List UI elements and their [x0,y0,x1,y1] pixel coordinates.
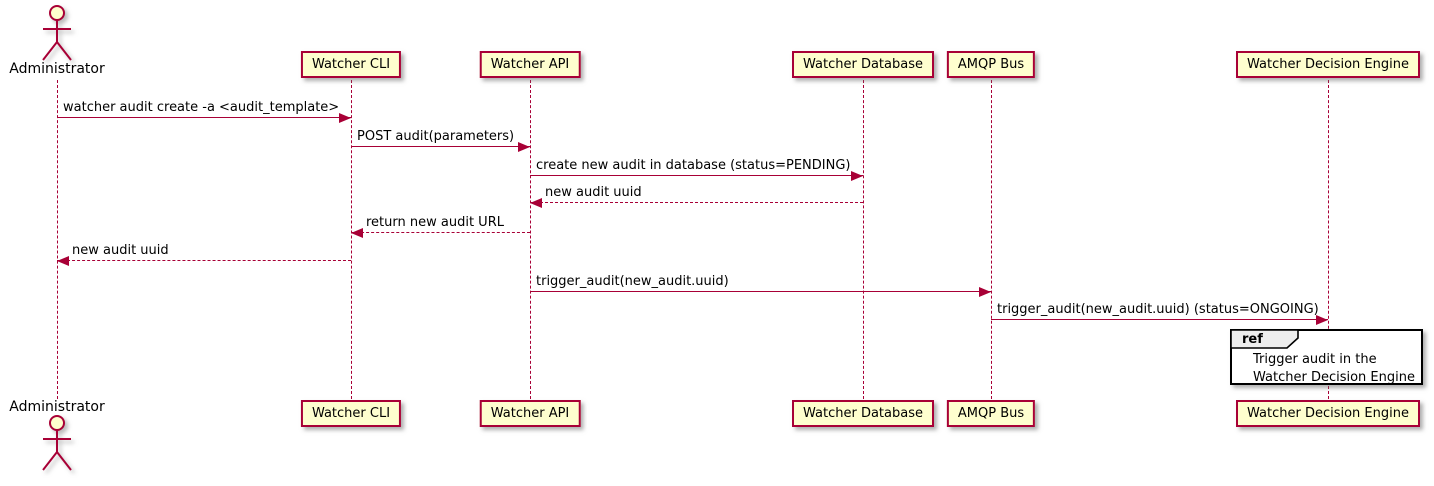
message-arrowhead-left-icon [57,256,69,266]
participant-label-bottom-administrator: Administrator [9,399,105,415]
message-line [530,291,991,292]
participant-box-top-watcher-api: Watcher API [479,51,581,78]
participant-box-top-watcher-database: Watcher Database [792,51,934,78]
participant-box-bottom-watcher-api: Watcher API [479,400,581,427]
participant-label-top-administrator: Administrator [9,61,105,77]
message-line [530,175,863,176]
message-label: new audit uuid [545,185,642,200]
message-arrowhead-left-icon [530,198,542,208]
message-label: create new audit in database (status=PEN… [536,158,851,173]
participant-box-top-watcher-decision-engine: Watcher Decision Engine [1236,51,1420,78]
message-line [351,232,530,233]
message-arrowhead-left-icon [351,228,363,238]
lifeline-amqp-bus [991,80,992,399]
ref-keyword: ref [1242,332,1263,347]
message-line [351,146,530,147]
participant-box-bottom-amqp-bus: AMQP Bus [946,400,1036,427]
lifeline-watcher-database [863,80,864,399]
participant-box-top-amqp-bus: AMQP Bus [946,51,1036,78]
ref-text-line: Trigger audit in the [1253,352,1377,367]
lifeline-watcher-cli [351,80,352,399]
message-line [991,319,1328,320]
message-line [530,202,863,203]
message-label: return new audit URL [366,215,504,230]
message-arrowhead-right-icon [851,171,863,181]
actor-icon [35,414,79,472]
message-label: trigger_audit(new_audit.uuid) [536,274,729,289]
lifeline-administrator [57,80,58,399]
message-arrowhead-right-icon [518,142,530,152]
message-arrowhead-right-icon [1316,315,1328,325]
participant-box-bottom-watcher-cli: Watcher CLI [300,400,402,427]
participant-box-bottom-watcher-decision-engine: Watcher Decision Engine [1236,400,1420,427]
message-label: POST audit(parameters) [357,129,515,144]
message-line [57,117,351,118]
participant-box-bottom-watcher-database: Watcher Database [792,400,934,427]
message-label: watcher audit create -a <audit_template> [63,100,340,115]
message-label: new audit uuid [72,243,169,258]
ref-text-line: Watcher Decision Engine [1253,370,1415,385]
message-line [57,260,351,261]
actor-icon [35,4,79,62]
participant-box-top-watcher-cli: Watcher CLI [300,51,402,78]
ref-header-shape [1230,329,1299,349]
message-arrowhead-right-icon [339,113,351,123]
message-label: trigger_audit(new_audit.uuid) (status=ON… [997,302,1319,317]
message-arrowhead-right-icon [979,287,991,297]
lifeline-watcher-decision-engine [1328,80,1329,399]
lifeline-watcher-api [530,80,531,399]
